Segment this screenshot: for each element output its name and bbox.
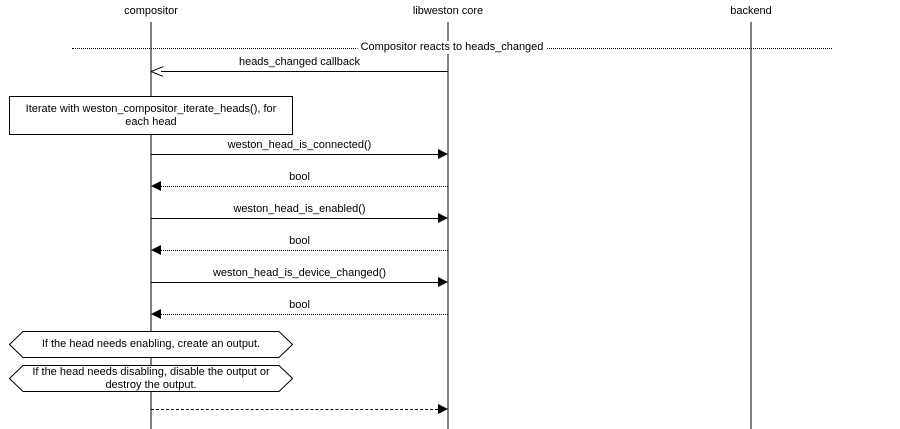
condition-text: If the head needs disabling, disable the…	[32, 366, 270, 391]
message-label-weston-head-is-device-changed: weston_head_is_device_changed()	[212, 267, 387, 279]
lifeline-header-compositor: compositor	[124, 5, 178, 17]
message-line-weston-head-is-connected	[151, 154, 438, 155]
condition-enable-head-condition: If the head needs enabling, create an ou…	[9, 331, 293, 358]
arrowhead-bool-connected	[151, 181, 161, 191]
message-label-bool-enabled: bool	[289, 235, 310, 247]
message-label-heads-changed-callback: heads_changed callback	[238, 56, 361, 68]
note-text: Iterate with weston_compositor_iterate_h…	[25, 103, 277, 128]
note-iterate-heads-note: Iterate with weston_compositor_iterate_h…	[9, 96, 293, 135]
message-label-bool-device-changed: bool	[289, 299, 310, 311]
message-line-bool-connected	[161, 186, 448, 187]
lifeline-line-compositor	[150, 22, 152, 429]
message-line-heads-changed-callback	[161, 71, 448, 72]
lifeline-line-libweston-core	[447, 22, 449, 429]
message-line-final-return	[151, 409, 438, 410]
lifeline-header-libweston-core: libweston core	[412, 5, 484, 17]
arrowhead-weston-head-is-device-changed	[438, 277, 448, 287]
message-line-weston-head-is-device-changed	[151, 282, 438, 283]
message-line-weston-head-is-enabled	[151, 218, 438, 219]
hexagon-outline-icon	[9, 365, 293, 392]
arrowhead-final-return	[438, 404, 448, 414]
arrowhead-weston-head-is-enabled	[438, 213, 448, 223]
arrowhead-bool-enabled	[151, 245, 161, 255]
arrowhead-heads-changed-callback	[151, 64, 163, 78]
message-label-bool-connected: bool	[289, 171, 310, 183]
message-label-weston-head-is-connected: weston_head_is_connected()	[227, 139, 372, 151]
message-line-bool-device-changed	[161, 314, 448, 315]
arrowhead-weston-head-is-connected	[438, 149, 448, 159]
message-line-bool-enabled	[161, 250, 448, 251]
lifeline-header-backend: backend	[730, 5, 772, 17]
hexagon-outline-icon	[9, 331, 293, 358]
divider-label: Compositor reacts to heads_changed	[357, 41, 547, 54]
condition-disable-head-condition: If the head needs disabling, disable the…	[9, 365, 293, 392]
arrowhead-bool-device-changed	[151, 309, 161, 319]
message-label-weston-head-is-enabled: weston_head_is_enabled()	[233, 203, 366, 215]
lifeline-line-backend	[750, 22, 752, 429]
condition-text: If the head needs enabling, create an ou…	[41, 338, 261, 351]
